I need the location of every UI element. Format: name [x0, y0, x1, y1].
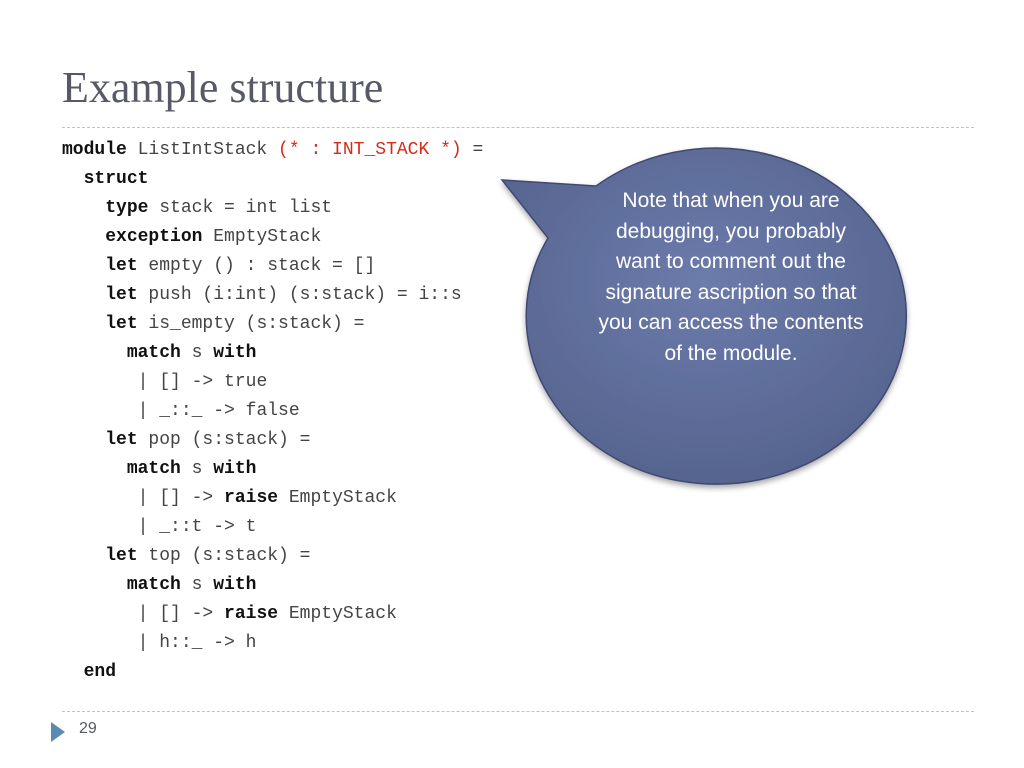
code-keyword: end — [83, 662, 117, 682]
code-keyword: module — [62, 140, 127, 160]
code-text: pop (s:stack) = — [137, 430, 311, 450]
callout-text: Note that when you are debugging, you pr… — [598, 189, 864, 365]
code-keyword: let — [105, 430, 138, 450]
code-text: EmptyStack — [278, 604, 397, 624]
code-text: stack = int list — [148, 198, 333, 218]
code-indent — [62, 662, 84, 682]
code-keyword: type — [105, 198, 149, 218]
code-indent — [62, 430, 105, 450]
code-indent — [62, 546, 105, 566]
code-keyword: match — [126, 459, 181, 479]
code-text: ListIntStack — [126, 140, 279, 160]
code-line: | _::t -> t — [62, 513, 483, 542]
code-line: module ListIntStack (* : INT_STACK *) = — [62, 136, 483, 165]
code-indent — [62, 314, 105, 334]
code-keyword: exception — [105, 227, 203, 247]
code-indent — [62, 517, 138, 537]
page-number: 29 — [79, 720, 97, 737]
code-text: EmptyStack — [278, 488, 397, 508]
code-line: let push (i:int) (s:stack) = i::s — [62, 281, 483, 310]
code-line: match s with — [62, 455, 483, 484]
code-indent — [62, 227, 105, 247]
code-keyword: with — [213, 459, 257, 479]
code-text: s — [180, 343, 214, 363]
code-text: push (i:int) (s:stack) = i::s — [137, 285, 462, 305]
code-keyword: raise — [224, 604, 279, 624]
code-line: | [] -> raise EmptyStack — [62, 600, 483, 629]
bottom-divider — [62, 711, 974, 712]
code-text: = — [461, 140, 484, 160]
code-keyword: with — [213, 575, 257, 595]
code-indent — [62, 633, 138, 653]
code-text: s — [180, 459, 214, 479]
code-text: | _::_ -> false — [137, 401, 300, 421]
code-line: match s with — [62, 339, 483, 368]
code-text: top (s:stack) = — [137, 546, 311, 566]
code-line: | [] -> raise EmptyStack — [62, 484, 483, 513]
code-indent — [62, 343, 127, 363]
code-indent — [62, 285, 105, 305]
code-keyword: raise — [224, 488, 279, 508]
code-keyword: match — [126, 575, 181, 595]
code-keyword: struct — [83, 169, 149, 189]
code-line: type stack = int list — [62, 194, 483, 223]
code-keyword: let — [105, 256, 138, 276]
code-line: struct — [62, 165, 483, 194]
code-line: exception EmptyStack — [62, 223, 483, 252]
code-text: | [] -> — [137, 604, 225, 624]
code-line: let empty () : stack = [] — [62, 252, 483, 281]
slide-title: Example structure — [62, 63, 384, 112]
code-line: let top (s:stack) = — [62, 542, 483, 571]
code-text: | [] -> — [137, 488, 225, 508]
code-text: | [] -> true — [137, 372, 268, 392]
code-line: | h::_ -> h — [62, 629, 483, 658]
code-indent — [62, 256, 105, 276]
code-line: let is_empty (s:stack) = — [62, 310, 483, 339]
code-indent — [62, 372, 138, 392]
code-keyword: let — [105, 314, 138, 334]
code-indent — [62, 198, 105, 218]
code-text: empty () : stack = [] — [137, 256, 376, 276]
code-indent — [62, 401, 138, 421]
code-indent — [62, 575, 127, 595]
code-block: module ListIntStack (* : INT_STACK *) = … — [62, 136, 483, 687]
code-text: | _::t -> t — [137, 517, 257, 537]
code-indent — [62, 169, 84, 189]
code-line: | [] -> true — [62, 368, 483, 397]
code-indent — [62, 459, 127, 479]
code-indent — [62, 488, 138, 508]
footer-triangle-icon — [51, 722, 65, 742]
code-text: is_empty (s:stack) = — [137, 314, 365, 334]
code-line: let pop (s:stack) = — [62, 426, 483, 455]
top-divider — [62, 127, 974, 128]
code-keyword: with — [213, 343, 257, 363]
code-keyword: let — [105, 546, 138, 566]
code-line: | _::_ -> false — [62, 397, 483, 426]
code-line: match s with — [62, 571, 483, 600]
code-text: s — [180, 575, 214, 595]
code-keyword: match — [126, 343, 181, 363]
code-text: EmptyStack — [202, 227, 322, 247]
code-indent — [62, 604, 138, 624]
code-keyword: let — [105, 285, 138, 305]
code-comment: (* : INT_STACK *) — [278, 140, 462, 160]
code-line: end — [62, 658, 483, 687]
code-text: | h::_ -> h — [137, 633, 257, 653]
